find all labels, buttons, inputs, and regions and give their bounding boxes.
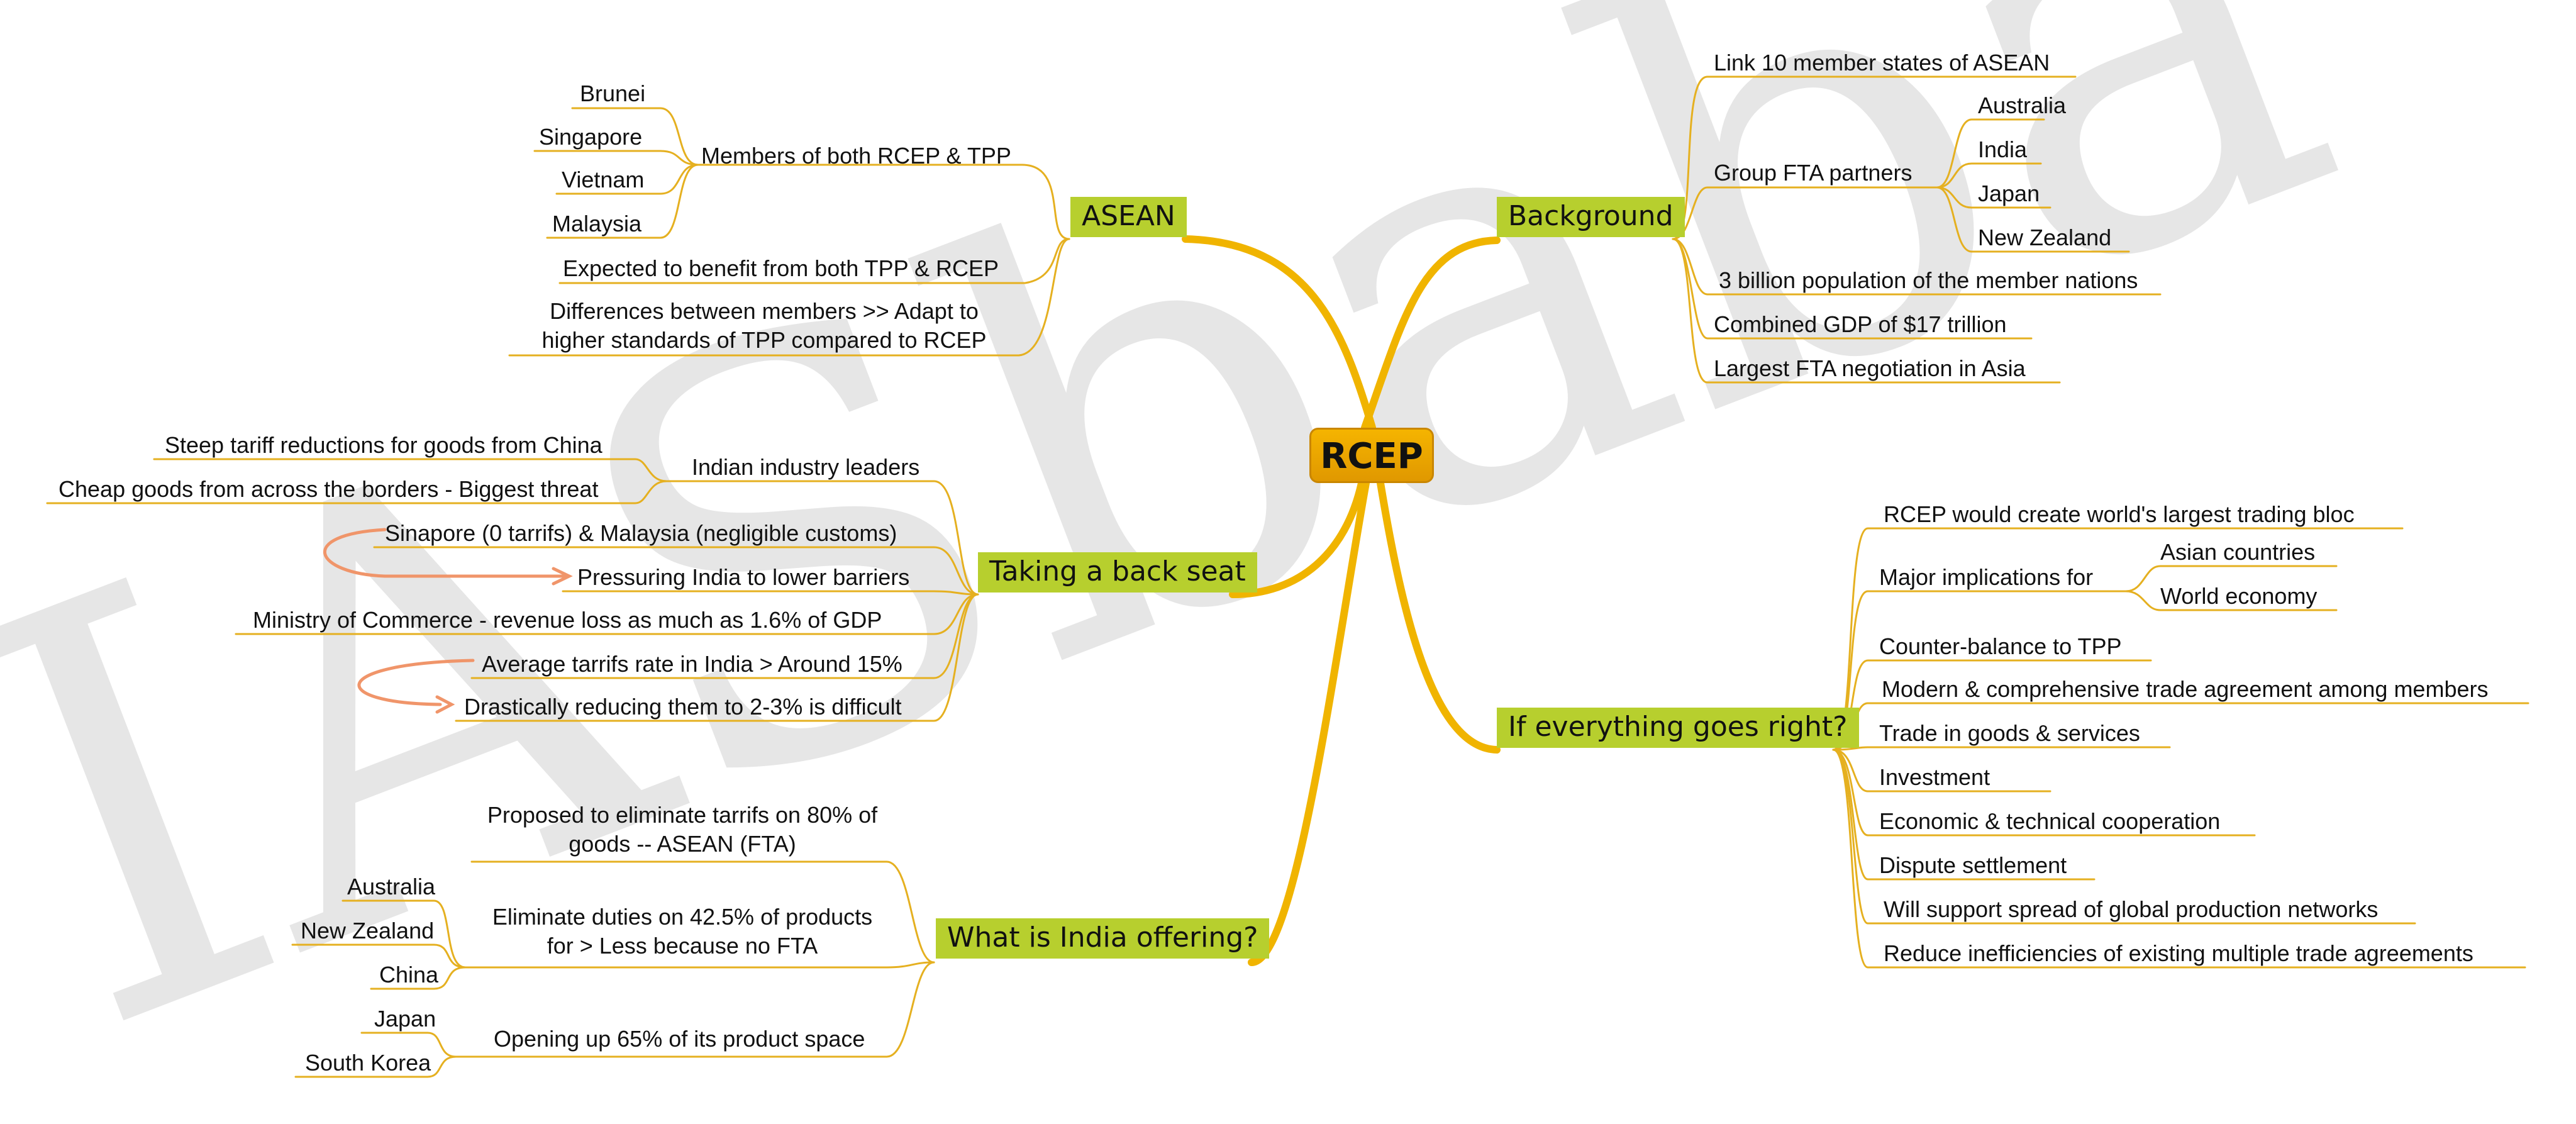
branch-link-goes-right	[1377, 479, 1501, 754]
branch-link-asean	[1182, 235, 1376, 431]
leaf-members-both: Members of both RCEP & TPP	[701, 143, 1011, 169]
leaf-eliminate-duties: Eliminate duties on 42.5% of products fo…	[492, 904, 873, 959]
leaf-global-production: Will support spread of global production…	[1884, 896, 2379, 922]
cross-link-arrow-2	[357, 659, 475, 706]
leaf-australia-partner: Australia	[1978, 92, 2067, 118]
leaf-counter-balance: Counter-balance to TPP	[1879, 633, 2122, 659]
leaf-gdp: Combined GDP of $17 trillion	[1714, 311, 2007, 337]
leaf-new-zealand-offering: New Zealand	[301, 918, 435, 943]
leaf-steep-tariff: Steep tariff reductions for goods from C…	[165, 432, 602, 458]
branch-what-is-india-offering[interactable]: What is India offering?	[936, 918, 1270, 959]
leaf-investment: Investment	[1879, 764, 1990, 790]
leaf-malaysia: Malaysia	[552, 211, 642, 236]
leaf-largest-trading-bloc: RCEP would create world's largest tradin…	[1884, 501, 2355, 527]
cross-link-arrow-1-head	[552, 567, 573, 586]
leaf-link-asean: Link 10 member states of ASEAN	[1714, 50, 2050, 75]
leaf-vietnam: Vietnam	[562, 167, 645, 192]
cross-link-arrow-2-head	[435, 695, 455, 714]
leaf-india-partner: India	[1978, 136, 2028, 162]
leaf-expected-benefit: Expected to benefit from both TPP & RCEP	[563, 255, 999, 281]
leaf-cheap-goods: Cheap goods from across the borders - Bi…	[58, 476, 599, 502]
leaf-dispute-settlement: Dispute settlement	[1879, 852, 2067, 878]
leaf-world-economy: World economy	[2160, 583, 2318, 609]
leaf-australia-offering: Australia	[347, 874, 436, 899]
leaf-brunei: Brunei	[580, 81, 646, 106]
leaf-trade-goods-services: Trade in goods & services	[1879, 720, 2140, 746]
leaf-major-implications: Major implications for	[1879, 564, 2094, 590]
leaf-differences: Differences between members >> Adapt to …	[541, 298, 987, 353]
leaf-largest-fta: Largest FTA negotiation in Asia	[1714, 355, 2026, 381]
leaf-reduce-inefficiencies: Reduce inefficiencies of existing multip…	[1884, 940, 2473, 966]
leaf-opening-product-space: Opening up 65% of its product space	[494, 1026, 865, 1052]
leaf-group-fta: Group FTA partners	[1714, 160, 1913, 186]
branch-link-backseat	[1229, 479, 1365, 598]
leaf-ministry-commerce: Ministry of Commerce - revenue loss as m…	[253, 607, 882, 633]
leaf-industry-leaders: Indian industry leaders	[692, 454, 920, 480]
leaf-japan-offering: Japan	[374, 1006, 436, 1032]
branch-link-background	[1361, 236, 1501, 431]
branch-link-offering	[1248, 479, 1370, 966]
branch-background[interactable]: Background	[1497, 197, 1685, 237]
leaf-drastically-reducing: Drastically reducing them to 2-3% is dif…	[464, 694, 902, 720]
branch-if-everything-goes-right[interactable]: If everything goes right?	[1497, 708, 1859, 748]
leaf-proposed-eliminate: Proposed to eliminate tarrifs on 80% of …	[487, 802, 878, 857]
leaf-asian-countries: Asian countries	[2160, 539, 2316, 565]
leaf-china-offering: China	[379, 962, 439, 988]
cross-link-arrow-1	[323, 528, 568, 578]
leaf-new-zealand-partner: New Zealand	[1978, 225, 2112, 250]
leaf-average-tarrifs: Average tarrifs rate in India > Around 1…	[482, 651, 902, 677]
leaf-singapore: Singapore	[539, 124, 643, 150]
root-node[interactable]: RCEP	[1309, 428, 1434, 483]
leaf-sinapore-malaysia: Sinapore (0 tarrifs) & Malaysia (negligi…	[385, 520, 897, 546]
leaf-south-korea-offering: South Korea	[305, 1050, 431, 1076]
leaf-pressuring-india: Pressuring India to lower barriers	[577, 564, 910, 590]
branch-taking-a-back-seat[interactable]: Taking a back seat	[978, 552, 1257, 593]
leaf-population: 3 billion population of the member natio…	[1719, 267, 2138, 293]
leaf-economic-technical: Economic & technical cooperation	[1879, 808, 2221, 834]
leaf-modern-comprehensive: Modern & comprehensive trade agreement a…	[1882, 676, 2489, 702]
branch-asean[interactable]: ASEAN	[1070, 197, 1187, 237]
leaf-japan-partner: Japan	[1978, 181, 2040, 206]
